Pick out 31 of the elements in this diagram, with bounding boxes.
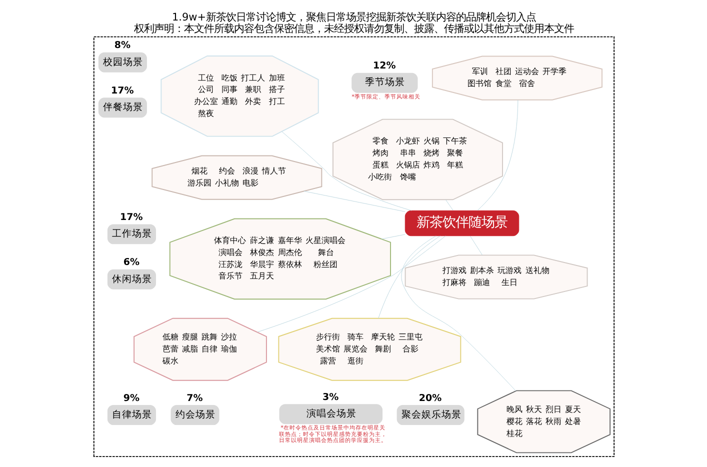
caption: 权利声明：本文件所载内容包含保密信息，未经授权请勿复制、披露、传播或以其他方式使用本文件 [134,22,574,35]
node-label: 7% [186,392,202,404]
node-box: 聚会娱乐场景 [396,405,464,426]
connector [469,236,482,256]
node-box: 新茶饮伴随场景 [404,210,519,236]
connector [400,236,516,392]
node-label: 8% [114,40,130,52]
node-label: 9% [122,392,140,404]
diagram-title: 1.9w+新茶饮日常讨论博文，聚焦日常场景挖掘新茶饮关联内容的品牌机会切入点 [172,12,536,24]
connector [256,236,446,332]
node-label: 3% [322,392,338,403]
node-box: 自律场景 [106,405,156,426]
node-box: 季节场景 [351,72,418,93]
node-box: 工作场景 [106,224,156,244]
connector [380,234,405,240]
connector [303,190,405,212]
cluster [92,36,614,458]
node-label: 17% [120,212,142,223]
node-box: 校园场景 [98,52,146,72]
node-label: 6% [122,257,140,268]
node-box: 伴餐场景 [98,98,146,118]
node-box: 休闲场景 [106,269,156,290]
connector [281,131,412,211]
node-box: 演唱会场景 [278,404,382,424]
node-label: 12% [372,60,396,72]
connector [378,236,440,319]
connector [444,199,453,211]
node-box: 约会场景 [170,405,219,426]
node-label: 17% [110,85,134,96]
connector [476,100,518,211]
node-label: 20% [418,392,442,404]
